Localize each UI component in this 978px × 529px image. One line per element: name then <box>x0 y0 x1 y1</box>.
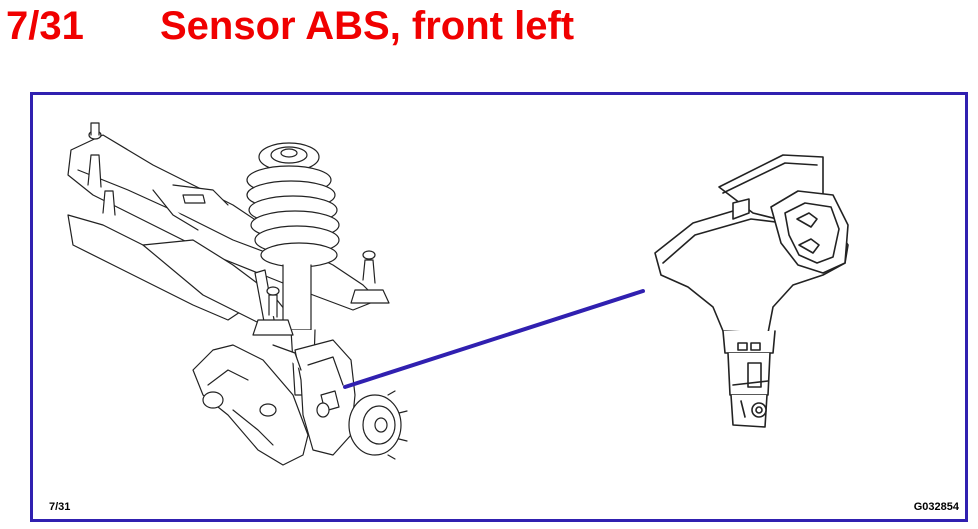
leader-line <box>343 289 645 389</box>
page-reference: 7/31 <box>49 501 71 513</box>
page-title: Sensor ABS, front left <box>160 4 575 48</box>
knuckle-hub-drawing <box>272 339 408 460</box>
abs-sensor-drawing <box>654 154 849 428</box>
page-number: 7/31 <box>6 4 84 48</box>
bushings-drawing <box>252 250 390 336</box>
figure-frame: 7/31 G032854 <box>30 92 968 522</box>
control-arm-drawing <box>192 344 309 466</box>
illustration <box>67 122 849 466</box>
figure-code: G032854 <box>913 501 959 513</box>
